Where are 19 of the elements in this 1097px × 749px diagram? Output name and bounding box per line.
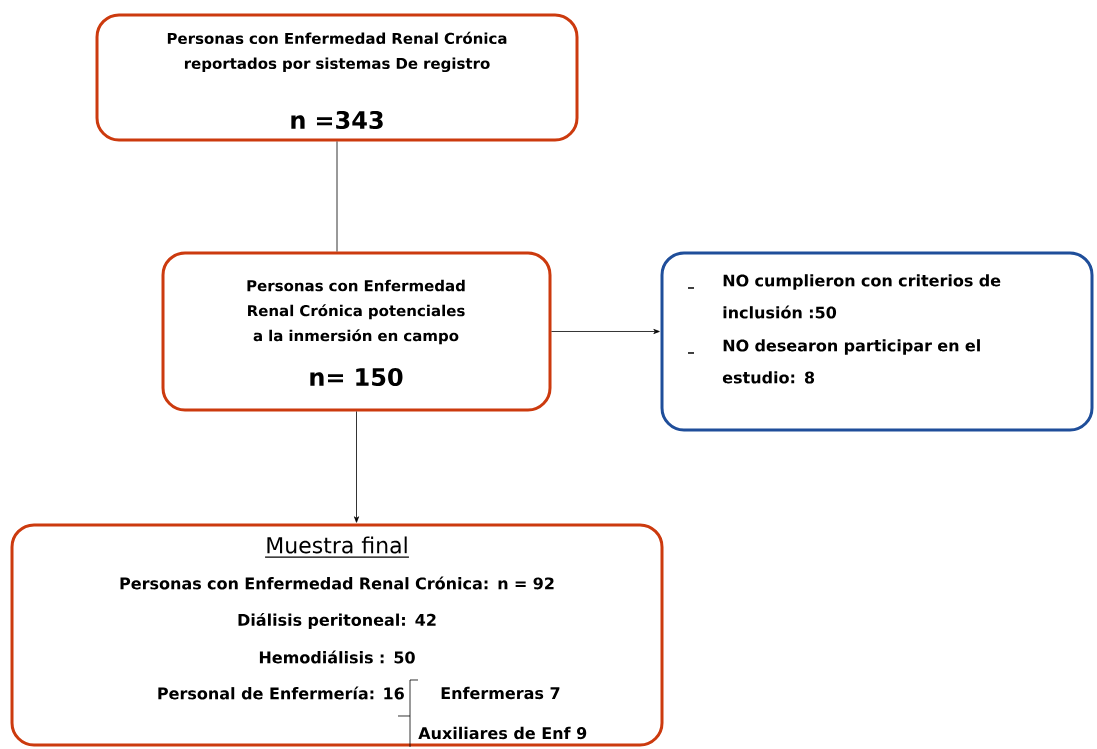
count-text: Auxiliares de Enf 9: [418, 726, 587, 740]
count-text: Enfermeras 7: [441, 686, 560, 700]
exclusion-item: NO desearon participar en el estudio: 8: [722, 339, 980, 384]
count-text: Hemodiálisis : 50: [259, 650, 415, 664]
process-box: [10, 523, 664, 747]
process-box: [660, 251, 1094, 432]
arrow: [354, 411, 359, 523]
count-text: Personal de Enfermería: 16: [158, 686, 404, 700]
box-heading: Personas con Enfermedad Renal Crónica reportados por sistemas De registro: [167, 31, 507, 73]
count-text: Personas con Enfermedad Renal Crónica: n = 92: [120, 576, 554, 590]
process-box: [161, 251, 552, 412]
count-text: Diálisis peritoneal: 42: [238, 612, 436, 630]
section-heading: Muestra final: [264, 536, 410, 558]
arrow: [551, 329, 660, 334]
process-box: [95, 13, 579, 142]
exclusion-item: NO cumplieron con criterios de inclusión :50: [723, 274, 1001, 319]
count-text: n =343: [291, 110, 383, 130]
box-heading: Personas con Enfermedad Renal Crónica potenciales a la inmersión en campo: [247, 279, 465, 345]
count-text: n= 150: [310, 367, 403, 387]
